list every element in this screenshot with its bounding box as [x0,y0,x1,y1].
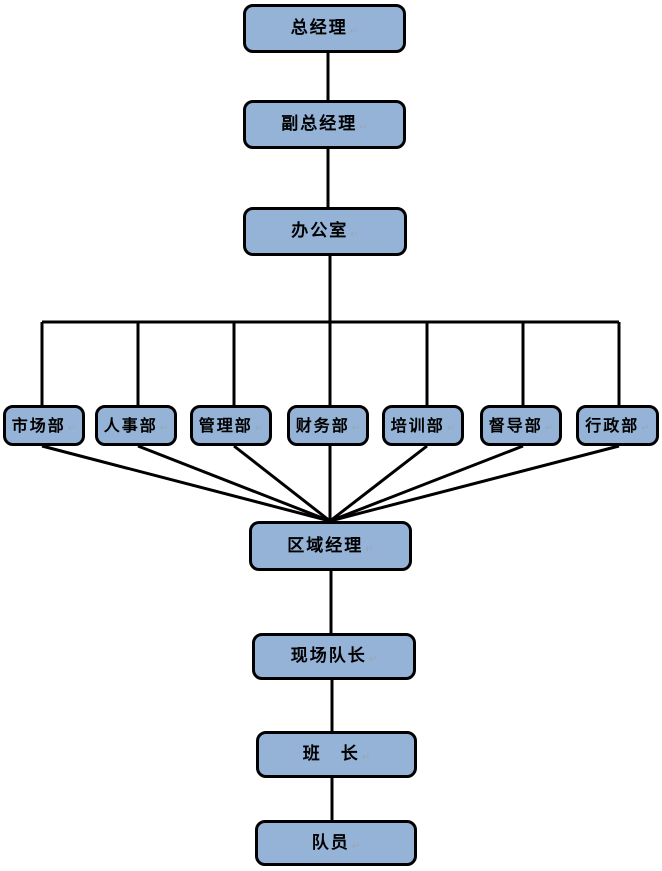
paragraph-mark-icon: ↵ [641,423,650,434]
paragraph-mark-icon: ↵ [361,752,371,763]
paragraph-mark-icon: ↵ [544,423,554,434]
node-general-manager: 总经理↵ [243,4,406,53]
node-dept-marketing: 市场部↵ [3,405,85,446]
node-dept-finance: 财务部↵ [287,405,369,446]
connector-fan-training [329,444,428,523]
node-label-site-captain: 现场队长 [290,646,367,666]
node-deputy-general-manager: 副总经理↵ [243,100,406,149]
node-label-office: 办公室 [291,221,349,241]
paragraph-mark-icon: ↵ [446,423,456,434]
node-label-dept-training: 培训部 [390,415,445,435]
node-dept-training: 培训部↵ [382,405,464,446]
paragraph-mark-icon: ↵ [67,423,77,434]
node-label-dept-marketing: 市场部 [11,415,66,435]
connector-fan-supervision [329,444,524,523]
paragraph-mark-icon: ↵ [350,229,359,240]
paragraph-mark-icon: ↵ [365,543,374,555]
paragraph-mark-icon: ↵ [349,26,359,37]
node-label-dept-hr: 人事部 [103,415,158,435]
node-dept-administration: 行政部↵ [576,405,659,446]
connector-fan-hr [137,444,331,523]
paragraph-mark-icon: ↵ [368,654,378,665]
node-dept-hr: 人事部↵ [95,405,177,446]
paragraph-mark-icon: ↵ [159,423,169,434]
connector-fan-administration [329,444,620,523]
paragraph-mark-icon: ↵ [359,122,368,133]
node-dept-supervision: 督导部↵ [480,405,562,446]
connector-fan-management [233,444,331,523]
paragraph-mark-icon: ↵ [351,840,361,852]
paragraph-mark-icon: ↵ [254,423,264,434]
node-team-member: 队员↵ [255,820,417,866]
node-office: 办公室↵ [243,207,407,256]
paragraph-mark-icon: ↵ [351,423,361,434]
node-squad-leader: 班 长↵ [256,731,417,778]
node-label-regional-manager: 区域经理 [287,535,364,556]
node-label-general-manager: 总经理 [290,18,348,38]
node-label-dept-finance: 财务部 [295,415,350,435]
node-dept-management: 管理部↵ [190,405,272,446]
node-regional-manager: 区域经理↵ [249,521,412,571]
node-label-squad-leader: 班 长 [302,744,360,764]
node-label-deputy-general-manager: 副总经理 [281,114,358,134]
node-label-dept-management: 管理部 [198,415,253,435]
node-site-captain: 现场队长↵ [252,633,416,680]
connector-fan-marketing [41,444,331,523]
node-label-dept-supervision: 督导部 [488,415,543,435]
node-label-team-member: 队员 [311,832,350,853]
node-label-dept-administration: 行政部 [585,415,640,435]
